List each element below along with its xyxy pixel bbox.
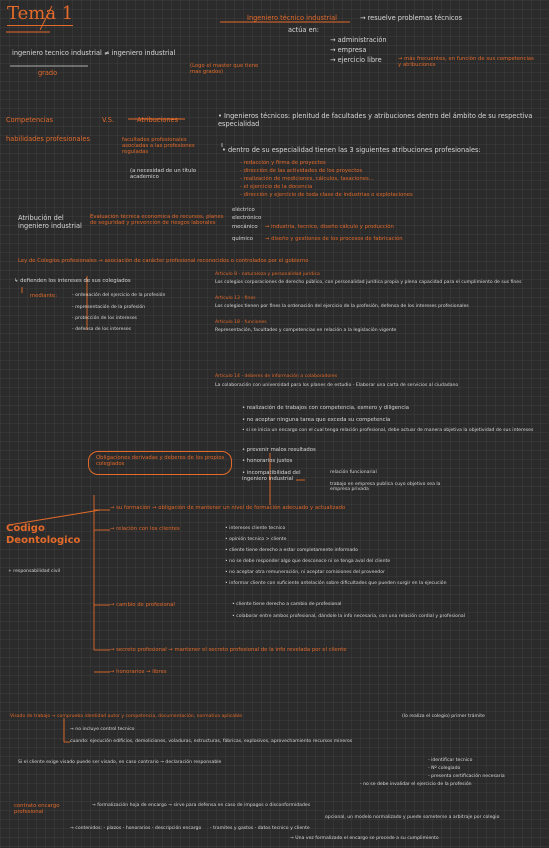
mediante-item: - protección de los intereses [72, 316, 137, 321]
obligaciones-box [88, 451, 232, 475]
cliente-item: • no aceptar otra remuneración, ni acept… [225, 570, 385, 575]
cliente-item: • opinión tecnico > cliente [225, 537, 287, 542]
incompat-item: trabajo en empresa publica cuyo objetivo… [330, 482, 441, 493]
contenidos-text: → contenidos: - plazos - honorarios - de… [70, 826, 202, 831]
articulo-text: Los colegios tienen por fines la ordenac… [215, 304, 469, 309]
cliente-item: • cliente tiene derecho a estar completa… [225, 548, 358, 553]
visado-cuando: cuando: ejecución edificios, demolicione… [70, 739, 353, 744]
master-note: (Logo el master que tiene mas grados) [190, 63, 259, 76]
libre-note: → más frecuentes, en función de sus comp… [398, 56, 534, 69]
visado-no: → no incluye control tecnico [70, 727, 135, 732]
ramas-result: → industria, tecnico, diseño cálculo y p… [265, 224, 394, 230]
rama-item: eléctrico [232, 207, 255, 213]
cambio-label: → cambio de profesional [110, 602, 175, 608]
obligaciones-label: Obligaciones derivadas y deberes de los … [96, 455, 225, 468]
atrib-item: - realización de mediciones, cálculos, t… [240, 176, 374, 182]
oblig-item: • realización de trabajos con competenci… [242, 405, 410, 411]
rama-item: químico [232, 236, 253, 242]
articulo-text: Los colegios corporaciones de derecho pú… [215, 280, 522, 285]
contrato-label: contrato encargo profesional [14, 803, 60, 816]
visado-text: Visado de trabajo → comprueba identidad … [10, 714, 243, 719]
cliente-item: • informar cliente con suficiente antela… [225, 581, 447, 586]
actua-en-label: actúa en: [288, 26, 320, 34]
decl-item: - Nº colegiado [428, 766, 461, 771]
relacion-clientes: → relación con los clientes [110, 526, 180, 532]
ambito-item: → ejercicio libre [330, 56, 382, 64]
cambio-item: • colaborar entre ambos profesional, dán… [232, 614, 465, 619]
contrato-def: → formalización hoja de encargo → sirve … [92, 803, 311, 808]
defienden-text: ↳ defienden los intereses de sus colegia… [14, 278, 131, 284]
oblig-item: • si se inicia un encargo con el cual te… [242, 428, 534, 433]
mediante-item: - representación de la profesión [72, 305, 146, 310]
atrib-item: - dirección de las actividades de los pr… [240, 168, 363, 174]
mediante-label: mediante: [30, 293, 57, 299]
habilidades-label: habilidades profesionales [6, 135, 90, 143]
una-vez-text: → Una vez formalizado el encargo se proc… [290, 836, 439, 841]
evaluacion-text: Evaluación técnica economica de recursos… [90, 214, 224, 227]
codigo-label: Codigo Deontologico [6, 523, 81, 546]
articulo-heading: Artículo 14 - deberes de información a c… [215, 374, 338, 379]
articulo-heading: Artículo 13 - fines [215, 296, 256, 301]
resuelve-text: → resuelve problemas técnicos [360, 14, 463, 22]
articulo-text: La colaboración con universidad para los… [215, 383, 459, 388]
si-cliente: Si el cliente exige visado puede ser vis… [18, 760, 222, 765]
atrib-desc: facultades profesionales asociadas a las… [122, 137, 195, 156]
atrib-item: - dirección y ejercicio de toda clase de… [240, 192, 413, 198]
tramites-text: - tramites y gastos - datos tecnico y cl… [210, 826, 310, 831]
cliente-item: • intereses cliente tecnico [225, 526, 286, 531]
oblig-item: • no aceptar ninguna tarea que exceda su… [242, 417, 391, 423]
atrib-item: - el ejercicio de la docencia [240, 184, 313, 190]
compare-text: ingeniero tecnico industrial ≠ ingeniero… [12, 49, 176, 57]
atribuciones-label: Atribuciones [137, 116, 179, 124]
competencias-label: Competencias [6, 116, 54, 124]
grado-label: grado [38, 69, 58, 77]
ambito-item: → empresa [330, 46, 367, 54]
plenitud-text: • Ingenieros técnicos: plenitud de facul… [218, 112, 533, 128]
formacion-text: → su formación → obligación de mantener … [110, 505, 346, 511]
oblig-item: • incompatibilidad del ingeniero industr… [242, 470, 301, 483]
rama-item: mecánico [232, 224, 258, 230]
mediante-item: - defensa de los intereses [72, 327, 132, 332]
ley-colegios: Ley de Colegios profesionales → asociaci… [18, 258, 309, 264]
ing-tecnico-label: Ingeniero técnico industrial [247, 14, 337, 22]
cliente-item: • no se debe responder algo que desconoc… [225, 559, 391, 564]
decl-item: - no se debe invalidar el ejercicio de l… [360, 782, 472, 787]
decl-item: - presenta certificación necesaria [428, 774, 505, 779]
opcional-text: opcional, un modelo normalizado y puede … [325, 815, 500, 820]
decl-item: - identificar tecnico [428, 758, 473, 763]
oblig-item: • prevenir malos resultados [242, 447, 316, 453]
mediante-item: - ordenación del ejercicio de la profesi… [72, 293, 166, 298]
articulo-heading: Artículo 18 - funciones [215, 320, 267, 325]
visado-note: (lo realiza el colegio) primer trámite [402, 714, 485, 719]
oblig-item: • honorarios justos [242, 458, 293, 464]
honorarios-text: → honorarios → libres [110, 669, 167, 675]
rama-item: electrónico [232, 215, 262, 221]
ambito-item: → administración [330, 36, 387, 44]
atrib-note: (a necesidad de un título academico [130, 168, 197, 181]
dentro-especialidad: • dentro de su especialidad tienen las 3… [222, 146, 481, 154]
atribucion-ing: Atribución del ingeniero industrial [18, 214, 82, 230]
responsabilidad-label: + responsabilidad civil [8, 569, 61, 574]
incompat-item: relación funcionarial [330, 470, 377, 475]
articulo-text: Representación, facultades y competencia… [215, 328, 397, 333]
quimico-result: → diseño y gestiones de los procesos de … [265, 236, 403, 242]
atrib-item: - redacción y firma de proyectos [240, 160, 326, 166]
cambio-item: • cliente tiene derecho a cambio de prof… [232, 602, 342, 607]
page-title: Tema 1 [7, 3, 74, 26]
secreto-text: → secreto profesional → mantener el secr… [110, 647, 347, 653]
articulo-heading: Artículo 8 - naturaleza y personalidad j… [215, 272, 320, 277]
vs-label: V.S. [102, 116, 115, 124]
